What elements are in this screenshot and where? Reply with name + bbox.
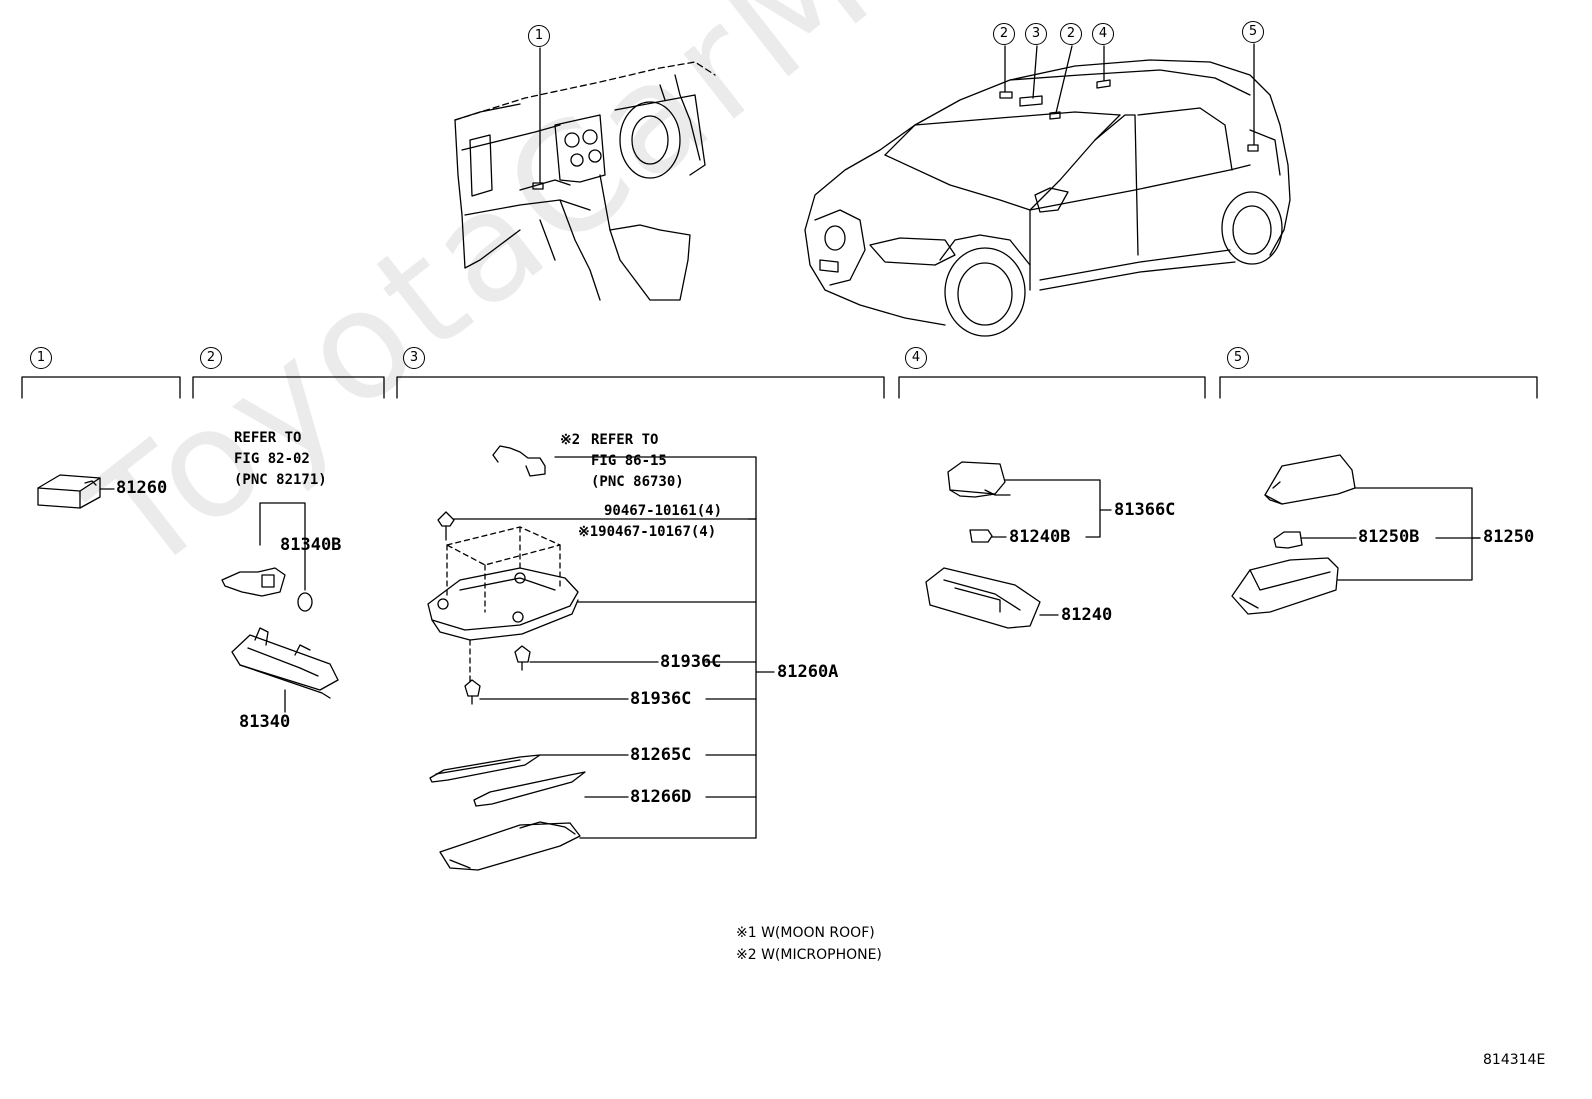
overview-callout-2b: 2 <box>1060 23 1082 45</box>
section-1-marker: 1 <box>30 347 52 369</box>
part-81936c-upper-label: 81936C <box>660 652 722 672</box>
overview-callout-2a: 2 <box>993 23 1015 45</box>
section3-refer-note: REFER TO FIG 86-15 (PNC 86730) <box>591 432 684 490</box>
section-2-marker: 2 <box>200 347 222 369</box>
section-brackets <box>21 376 1538 399</box>
part-81266d-label: 81266D <box>630 787 692 807</box>
part-81340b-label: 81340B <box>280 535 342 555</box>
section3-parts <box>427 445 775 871</box>
part-90467-10167-label: ※190467-10167(4) <box>578 524 717 540</box>
overview-callout-4: 4 <box>1092 23 1114 45</box>
interior-dashboard-illustration <box>454 61 716 301</box>
overview-callout-3: 3 <box>1025 23 1047 45</box>
section3-refer-prefix: ※2 <box>560 432 581 448</box>
footnote-moon-roof: ※1 W(MOON ROOF) <box>736 925 875 941</box>
footnote-microphone: ※2 W(MICROPHONE) <box>736 947 882 963</box>
section1-parts <box>37 474 115 509</box>
part-81240b-label: 81240B <box>1009 527 1071 547</box>
section-5-marker: 5 <box>1227 347 1249 369</box>
part-90467-10161-label: 90467-10161(4) <box>604 503 723 519</box>
part-81265c-label: 81265C <box>630 745 692 765</box>
figure-number: 814314E <box>1483 1052 1546 1068</box>
section4-parts <box>925 461 1112 629</box>
part-81250b-label: 81250B <box>1358 527 1420 547</box>
overview-callout-1: 1 <box>528 25 550 47</box>
overview-leaders <box>539 43 1255 183</box>
section5-parts <box>1231 454 1481 615</box>
part-81936c-lower-label: 81936C <box>630 689 692 709</box>
section2-refer-note: REFER TO FIG 82-02 (PNC 82171) <box>234 430 327 488</box>
part-81366c-label: 81366C <box>1114 500 1176 520</box>
part-81260a-label: 81260A <box>777 662 839 682</box>
section2-parts <box>221 502 339 713</box>
section-4-marker: 4 <box>905 347 927 369</box>
part-81260-label: 81260 <box>116 478 168 498</box>
part-81240-label: 81240 <box>1061 605 1113 625</box>
section-3-marker: 3 <box>403 347 425 369</box>
part-81250-label: 81250 <box>1483 527 1535 547</box>
part-81340-label: 81340 <box>239 712 291 732</box>
car-exterior-illustration <box>804 59 1291 337</box>
overview-callout-5: 5 <box>1242 21 1264 43</box>
